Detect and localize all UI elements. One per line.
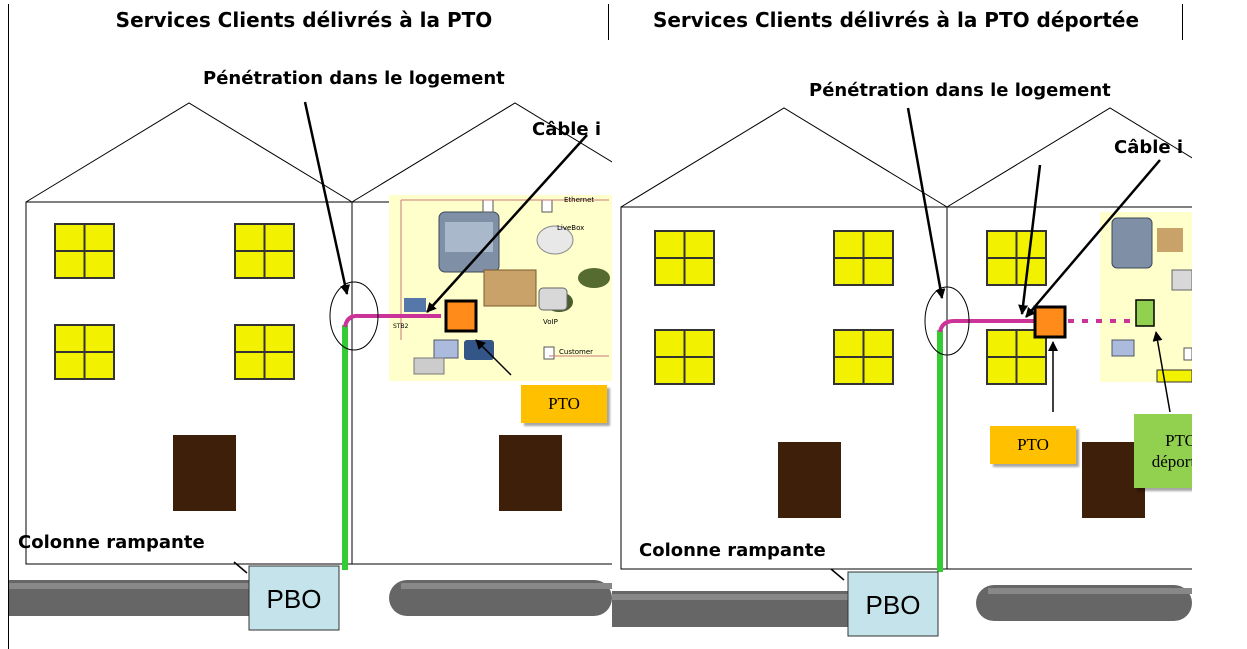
right-diagram: PBO Pénétration dans le logement Câble i…	[612, 40, 1192, 649]
colonne-rampante-pipe	[612, 585, 1192, 627]
window-icon	[654, 230, 715, 286]
arrow-pto	[475, 339, 512, 376]
window-icon	[833, 230, 894, 286]
label-cable: Câble i	[532, 119, 601, 140]
equip-label: LiveBox	[557, 224, 584, 232]
window-icon	[986, 329, 1047, 385]
penetration-ellipse	[924, 286, 970, 356]
fiber-horizontal	[938, 319, 1040, 333]
left-diagram: Ethernet LiveBox VoIP Customer STB2 PBO	[9, 40, 612, 649]
door-icon	[173, 435, 236, 511]
customer-equipment-area	[1100, 212, 1192, 383]
door-icon	[499, 435, 562, 511]
right-panel-title: Services Clients délivrés à la PTO dépor…	[652, 8, 1140, 32]
door-icon	[778, 442, 841, 518]
window-icon	[234, 324, 295, 380]
label-cable: Câble i	[1114, 137, 1183, 158]
windows	[54, 223, 295, 380]
arrow-pto-deportee	[1152, 331, 1171, 413]
fiber-horizontal	[343, 313, 441, 328]
title-row: Services Clients délivrés à la PTO Servi…	[0, 0, 1182, 40]
table-border-left	[8, 4, 9, 649]
equip-label: STB2	[393, 323, 409, 330]
arrow-penetration	[906, 107, 946, 299]
pbo-box	[847, 571, 939, 637]
tag-pto-deportee-line2: déportée	[1151, 452, 1192, 471]
pto-box	[444, 299, 478, 333]
window-icon	[54, 324, 115, 380]
tag-pto: PTO	[521, 385, 607, 423]
window-icon	[654, 329, 715, 385]
arrow-colonne	[233, 561, 248, 574]
colonne-rampante-pipe	[9, 580, 612, 616]
right-diagram-svg: PBO Pénétration dans le logement Câble i…	[612, 80, 1192, 637]
pto-box	[1033, 305, 1067, 339]
tag-pto: PTO	[990, 426, 1076, 464]
equip-label: VoIP	[543, 318, 558, 326]
label-penetration: Pénétration dans le logement	[809, 80, 1111, 101]
window-icon	[54, 223, 115, 279]
window-icon	[234, 223, 295, 279]
pbo-label: PBO	[866, 590, 921, 620]
equip-label: Customer	[559, 348, 593, 356]
tag-pto-deportee: PTO déportée	[1134, 414, 1192, 488]
pto-deportee-box	[1135, 299, 1155, 327]
label-colonne: Colonne rampante	[639, 540, 826, 561]
arrow-colonne	[830, 568, 845, 581]
arrow-cable-2	[1025, 159, 1161, 318]
pbo-label: PBO	[267, 584, 322, 614]
label-colonne: Colonne rampante	[18, 532, 205, 553]
left-panel-title: Services Clients délivrés à la PTO	[115, 8, 493, 32]
pbo-box	[248, 565, 340, 631]
left-diagram-svg: Ethernet LiveBox VoIP Customer STB2 PBO	[9, 68, 612, 631]
windows	[654, 230, 1047, 385]
arrow-cable	[426, 134, 588, 313]
equip-label: Ethernet	[564, 196, 594, 204]
tag-pto-deportee-line1: PTO	[1165, 430, 1192, 450]
label-penetration: Pénétration dans le logement	[203, 68, 505, 89]
penetration-ellipse	[329, 281, 379, 351]
table-border-right	[1182, 4, 1183, 40]
window-icon	[986, 230, 1047, 286]
customer-equipment-area: Ethernet LiveBox VoIP Customer STB2	[389, 195, 612, 381]
window-icon	[833, 329, 894, 385]
table-divider	[608, 4, 609, 40]
arrow-penetration	[303, 101, 350, 295]
arrow-cable-1	[1018, 164, 1042, 315]
